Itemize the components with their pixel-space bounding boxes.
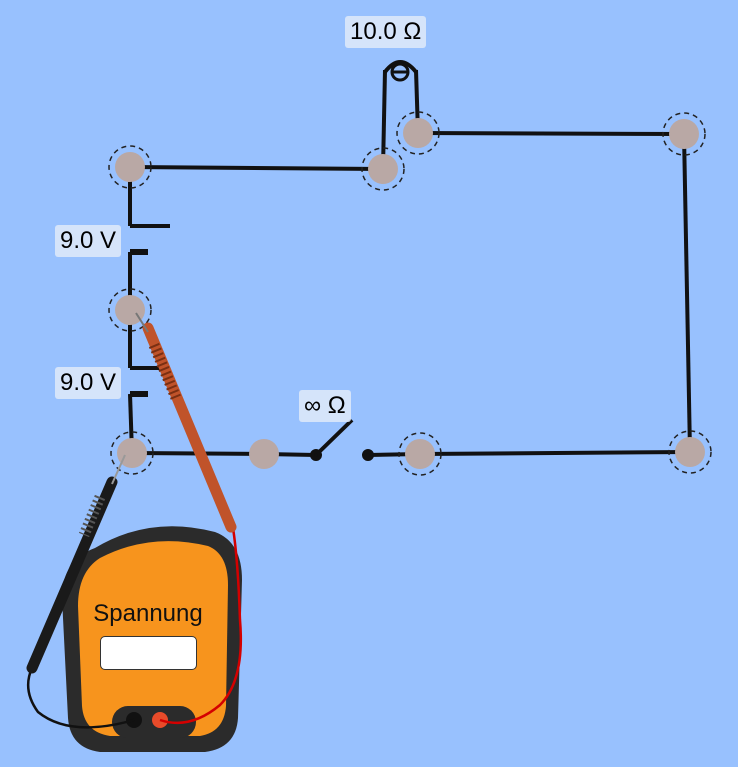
vertex[interactable] bbox=[398, 432, 442, 476]
vertex[interactable] bbox=[108, 288, 152, 332]
battery-top[interactable] bbox=[128, 167, 170, 310]
vertex[interactable] bbox=[662, 112, 706, 156]
vertex[interactable] bbox=[249, 439, 279, 469]
vertex[interactable] bbox=[108, 145, 152, 189]
vertex[interactable] bbox=[361, 147, 405, 191]
wire-top-left[interactable] bbox=[129, 165, 384, 171]
wire-right[interactable] bbox=[682, 133, 692, 453]
black-probe[interactable] bbox=[26, 454, 135, 729]
vertex[interactable] bbox=[396, 111, 440, 155]
vertex[interactable] bbox=[110, 431, 154, 475]
vertices bbox=[108, 111, 712, 476]
wires bbox=[129, 131, 692, 456]
wire-bottom-right[interactable] bbox=[419, 450, 691, 456]
red-probe[interactable] bbox=[135, 312, 243, 725]
battery-top-label: 9.0 V bbox=[55, 225, 122, 257]
switch-label: ∞ Ω bbox=[299, 390, 351, 422]
switch-open[interactable] bbox=[263, 418, 421, 461]
vertex[interactable] bbox=[668, 430, 712, 474]
voltmeter-display bbox=[100, 636, 197, 670]
voltmeter-mode-label: Spannung bbox=[93, 600, 203, 627]
wire-top-right[interactable] bbox=[417, 131, 685, 136]
resistor-label: 10.0 Ω bbox=[345, 16, 427, 48]
battery-bottom-label: 9.0 V bbox=[55, 367, 122, 399]
